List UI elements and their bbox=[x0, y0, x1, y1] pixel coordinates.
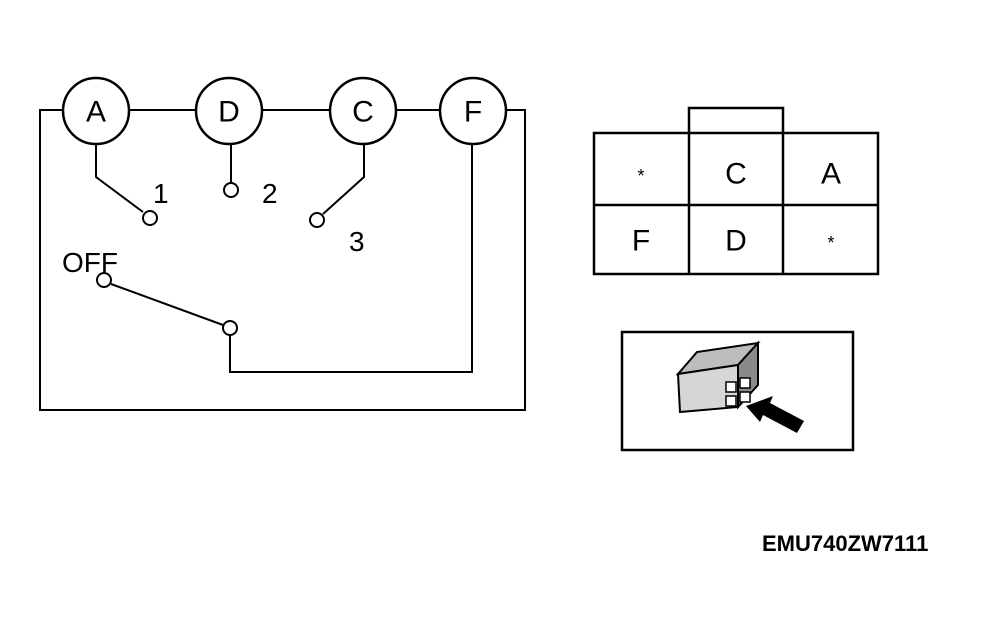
wire-f-to-common bbox=[229, 144, 473, 373]
connector-latch bbox=[687, 106, 785, 136]
connector-view-illustration bbox=[620, 330, 855, 452]
terminal-a-label: A bbox=[86, 96, 106, 129]
contact-1 bbox=[142, 210, 158, 226]
terminal-c-circle bbox=[328, 76, 398, 146]
position-3-label: 3 bbox=[349, 226, 365, 257]
contact-off bbox=[96, 272, 112, 288]
switch-lever bbox=[110, 283, 224, 326]
connector-pin bbox=[739, 377, 751, 389]
outer-wire bbox=[39, 109, 526, 411]
terminal-c-label: C bbox=[352, 96, 374, 129]
wire-c-to-3 bbox=[322, 144, 365, 215]
connector-cell: * bbox=[827, 233, 834, 253]
connector-outline bbox=[592, 131, 880, 276]
terminal-f-circle bbox=[438, 76, 508, 146]
connector-pin bbox=[725, 381, 737, 393]
contact-common bbox=[222, 320, 238, 336]
connector-pin bbox=[725, 395, 737, 407]
contact-2 bbox=[223, 182, 239, 198]
connector-cell: D bbox=[725, 225, 747, 258]
connector-cell: F bbox=[632, 225, 650, 258]
terminal-d-circle bbox=[194, 76, 264, 146]
arrow-icon bbox=[746, 396, 804, 433]
switch-schematic: A D C F 1 2 3 OFF bbox=[39, 76, 526, 411]
off-label: OFF bbox=[62, 247, 118, 278]
terminal-f-label: F bbox=[464, 96, 482, 129]
connector-cell: * bbox=[637, 166, 644, 186]
figure-code: EMU740ZW7111 bbox=[762, 531, 928, 556]
connector-body-side bbox=[676, 363, 739, 414]
position-1-label: 1 bbox=[153, 178, 169, 209]
contact-3 bbox=[309, 212, 325, 228]
connector-cell: C bbox=[725, 158, 747, 191]
wire-a-to-1 bbox=[95, 144, 144, 213]
connector-pin bbox=[739, 391, 751, 403]
position-2-label: 2 bbox=[262, 178, 278, 209]
terminal-d-label: D bbox=[218, 96, 240, 129]
connector-cell: A bbox=[821, 158, 841, 191]
connector-face: * C A F D * bbox=[592, 106, 880, 276]
terminal-a-circle bbox=[61, 76, 131, 146]
